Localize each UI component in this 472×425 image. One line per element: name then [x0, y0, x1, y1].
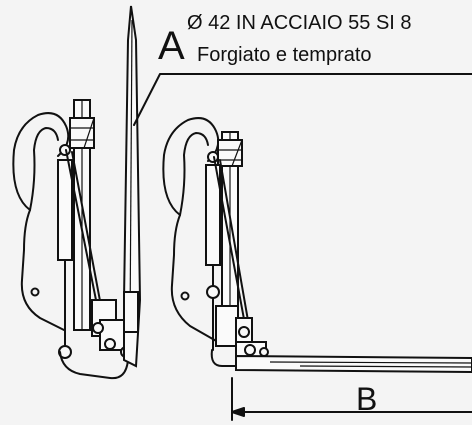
callout-a-leader — [133, 73, 472, 126]
right-tine — [235, 354, 472, 374]
right-hook-hole — [180, 291, 190, 301]
right-hook — [162, 117, 220, 343]
left-hook — [12, 112, 70, 331]
callout-a-letter: A — [158, 24, 185, 68]
callout-a-material-spec: Ø 42 IN ACCIAIO 55 SI 8 — [187, 12, 412, 34]
dimension-b — [231, 377, 472, 421]
left-cylinder — [57, 159, 73, 261]
right-fork-assembly — [162, 117, 472, 374]
left-hook-hole — [30, 287, 40, 297]
left-fork-assembly — [12, 5, 142, 380]
dimension-b-letter: B — [356, 381, 378, 417]
left-tine — [123, 5, 142, 368]
callout-a-treatment-spec: Forgiato e temprato — [197, 44, 372, 66]
